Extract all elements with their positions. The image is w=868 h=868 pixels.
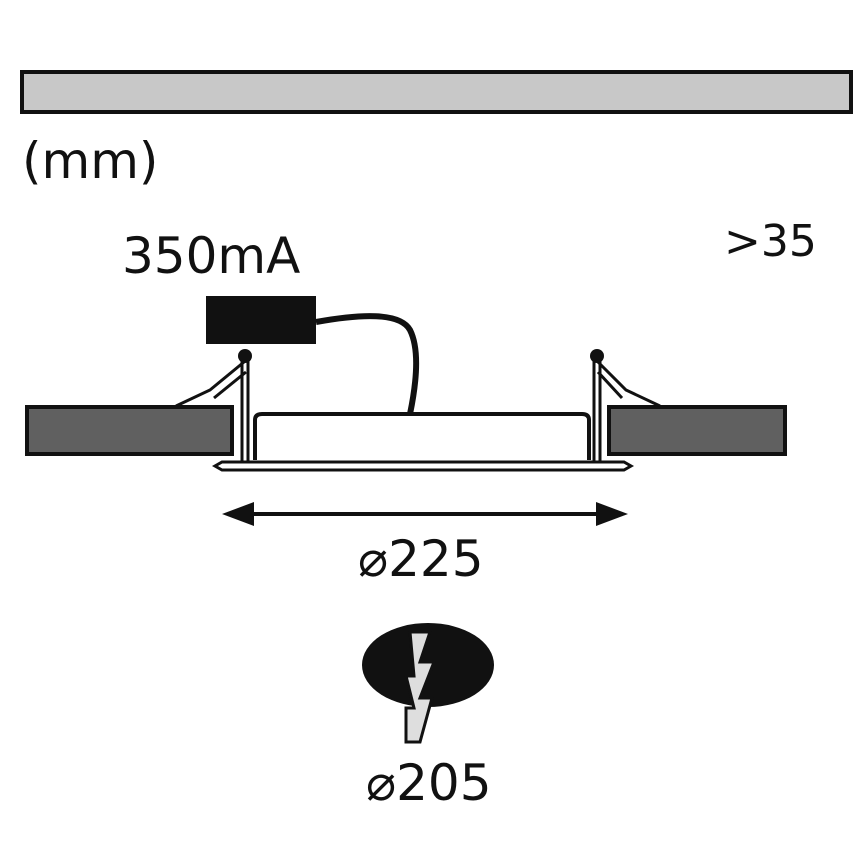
panel-side-view bbox=[20, 70, 853, 114]
driver-cable bbox=[315, 313, 420, 415]
led-driver-box bbox=[206, 296, 316, 344]
ceiling-board-right bbox=[607, 405, 787, 456]
mounting-spring-right bbox=[590, 349, 661, 462]
cutout-diameter-label: ⌀205 bbox=[366, 754, 492, 812]
ceiling-board-left bbox=[25, 405, 234, 456]
drill-cutout-icon bbox=[362, 623, 494, 744]
driver-current-label: 350mA bbox=[122, 227, 300, 285]
outer-diameter-label: ⌀225 bbox=[358, 530, 484, 588]
outer-diameter-arrow bbox=[222, 502, 628, 526]
mounting-spring-left bbox=[175, 349, 252, 462]
luminaire-body bbox=[253, 412, 591, 460]
luminaire-trim bbox=[211, 460, 635, 472]
unit-label: (mm) bbox=[22, 132, 158, 190]
depth-label: >35 bbox=[724, 216, 817, 267]
